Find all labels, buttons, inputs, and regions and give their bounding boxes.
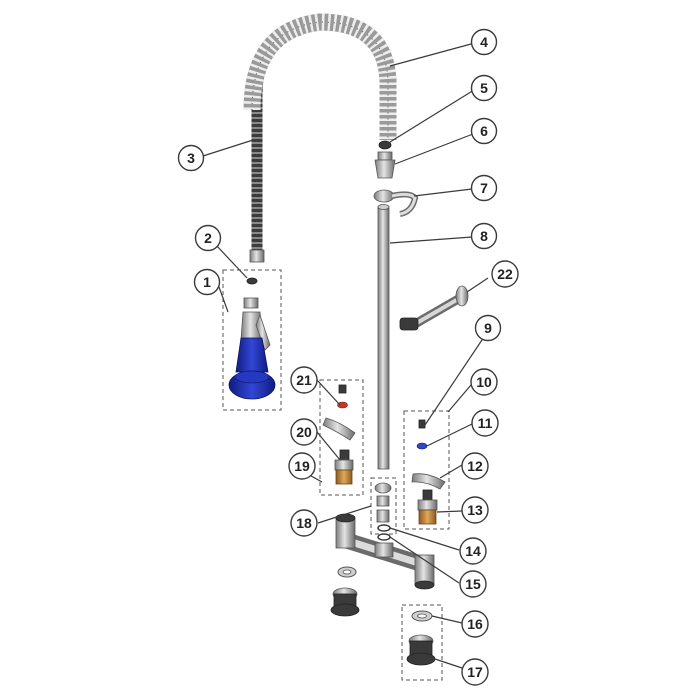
- lever-handle-part-12: [411, 473, 446, 490]
- callout-2-label: 2: [204, 230, 212, 246]
- callout-17-label: 17: [467, 664, 483, 680]
- callout-9-label: 9: [484, 320, 492, 336]
- right-lower-group-box: [401, 604, 443, 681]
- screw-part-21: [337, 384, 348, 409]
- callout-18-label: 18: [296, 515, 312, 531]
- callout-14-label: 14: [465, 543, 481, 559]
- callout-9: 9: [474, 314, 502, 342]
- callout-18: 18: [290, 509, 318, 537]
- callout-2: 2: [194, 224, 222, 252]
- cap-part-11: [416, 442, 428, 450]
- callout-4: 4: [470, 28, 498, 56]
- callout-14: 14: [459, 537, 487, 565]
- washer-part-5: [378, 140, 392, 150]
- coil-spring-part-4: [243, 13, 397, 140]
- nozzle-part-22: [399, 285, 469, 331]
- callout-11-label: 11: [478, 415, 493, 431]
- callout-7-label: 7: [480, 180, 488, 196]
- spray-valve-group-box: [222, 269, 282, 411]
- callout-6: 6: [470, 117, 498, 145]
- right-valve-group-box: [403, 410, 450, 530]
- wall-bracket-part-7: [373, 189, 419, 217]
- lower-flange-left: [330, 587, 360, 617]
- spray-valve-part-1: [228, 297, 276, 400]
- callout-3: 3: [177, 144, 205, 172]
- callout-10: 10: [470, 368, 498, 396]
- o-ring-part-14: [377, 524, 391, 532]
- callout-21: 21: [290, 366, 318, 394]
- riser-tube-part-8: [377, 204, 390, 470]
- callout-19-label: 19: [294, 458, 310, 474]
- washer-part-2: [246, 277, 258, 285]
- callout-16: 16: [461, 610, 489, 638]
- flange-part-17: [406, 634, 436, 666]
- callout-8: 8: [470, 222, 498, 250]
- callout-20: 20: [290, 418, 318, 446]
- o-ring-part-15: [377, 533, 391, 541]
- callout-10-label: 10: [476, 374, 492, 390]
- left-valve-group-box: [319, 379, 364, 496]
- callout-1: 1: [193, 268, 221, 296]
- callout-16-label: 16: [467, 616, 483, 632]
- screw-part-9: [418, 419, 426, 429]
- connector-part-6: [374, 151, 396, 179]
- callout-5: 5: [470, 74, 498, 102]
- callout-17: 17: [461, 658, 489, 686]
- callout-3-label: 3: [187, 150, 195, 166]
- callout-1-label: 1: [203, 274, 211, 290]
- callout-21-label: 21: [296, 372, 312, 388]
- callout-22: 22: [491, 260, 519, 288]
- callout-20-label: 20: [296, 424, 312, 440]
- callout-4-label: 4: [480, 34, 488, 50]
- callout-15: 15: [459, 570, 487, 598]
- callout-7: 7: [470, 174, 498, 202]
- cartridge-part-20: [334, 449, 354, 485]
- swivel-part-18: [374, 482, 392, 523]
- callout-15-label: 15: [465, 576, 481, 592]
- callout-19: 19: [288, 452, 316, 480]
- leader-lines: [202, 43, 489, 669]
- callout-13: 13: [461, 496, 489, 524]
- callout-12-label: 12: [467, 458, 483, 474]
- cartridge-part-13: [417, 489, 438, 525]
- callout-6-label: 6: [480, 123, 488, 139]
- callout-13-label: 13: [467, 502, 483, 518]
- callout-22-label: 22: [497, 266, 513, 282]
- callout-11: 11: [471, 409, 499, 437]
- callout-5-label: 5: [480, 80, 488, 96]
- lever-handle-part-21: [322, 417, 356, 441]
- callout-8-label: 8: [480, 228, 488, 244]
- callout-12: 12: [461, 452, 489, 480]
